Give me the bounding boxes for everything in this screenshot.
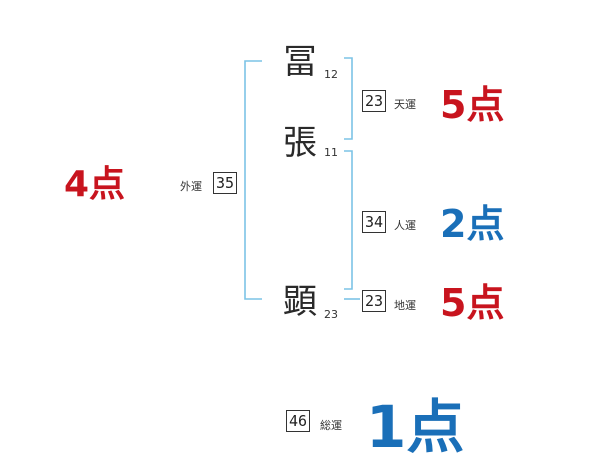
heaven-value-box: 23 — [362, 90, 387, 112]
stroke-count-3: 23 — [324, 308, 338, 321]
outer-value-box: 35 — [213, 172, 238, 194]
stroke-count-1: 12 — [324, 68, 338, 81]
stroke-count-2: 11 — [324, 146, 338, 159]
total-value-box: 46 — [286, 410, 311, 432]
earth-score: 5点 — [440, 281, 505, 325]
outer-score: 4点 — [64, 164, 126, 205]
outer-bracket — [244, 60, 262, 300]
name-char-2: 張 — [283, 123, 317, 163]
earth-value-box: 23 — [362, 290, 387, 312]
heaven-bracket — [344, 57, 353, 140]
person-score: 2点 — [440, 202, 505, 246]
outer-label: 外運 — [180, 180, 202, 193]
person-bracket — [344, 150, 353, 290]
name-char-3: 顕 — [283, 282, 317, 322]
total-score: 1点 — [366, 393, 465, 461]
total-label: 総運 — [320, 419, 342, 432]
person-value-box: 34 — [362, 211, 387, 233]
heaven-score: 5点 — [440, 83, 505, 127]
earth-label: 地運 — [394, 299, 416, 312]
person-label: 人運 — [394, 219, 416, 232]
name-char-1: 冨 — [283, 42, 317, 82]
heaven-label: 天運 — [394, 98, 416, 111]
